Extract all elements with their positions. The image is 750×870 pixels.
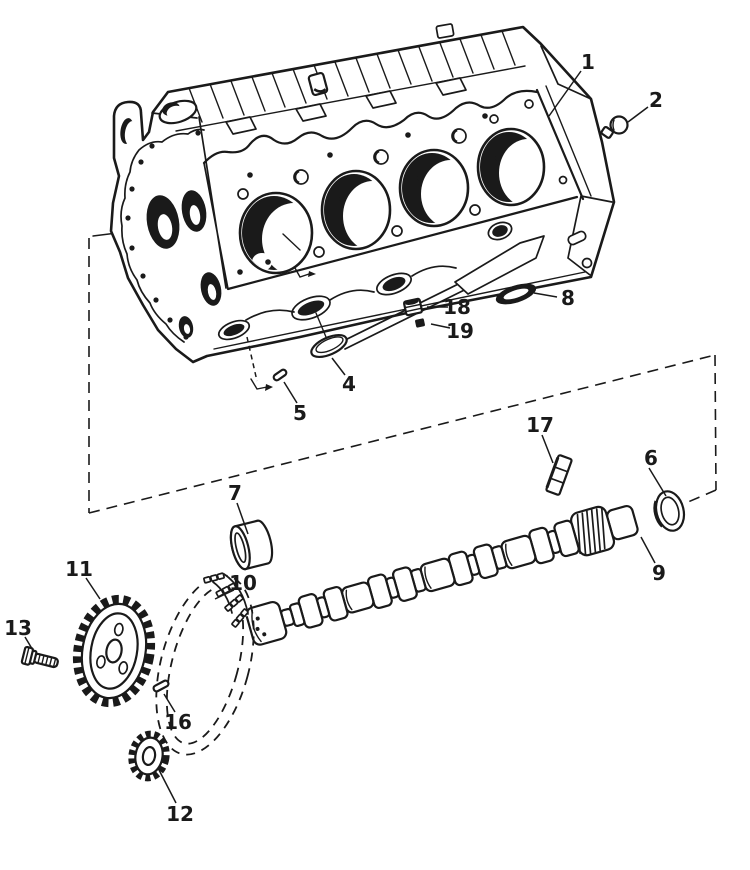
callout-leader-16 xyxy=(163,693,176,713)
bolt-part-13 xyxy=(20,645,59,669)
pipe-plug-part-18 xyxy=(402,297,424,317)
callout-label-6: 6 xyxy=(644,446,658,470)
callout-label-13: 13 xyxy=(4,616,32,640)
cam-drive-gear xyxy=(570,505,616,557)
callout-label-1: 1 xyxy=(581,50,595,74)
callout-label-10: 10 xyxy=(229,571,257,595)
deck-skirt-corner xyxy=(226,195,579,291)
callout-label-4: 4 xyxy=(342,372,356,396)
callout-label-17: 17 xyxy=(526,413,554,437)
skirt-details xyxy=(217,221,545,350)
freeze-plug-part-4 xyxy=(310,333,348,359)
callout-leader-6 xyxy=(648,467,667,497)
callout-leader-17 xyxy=(541,434,554,464)
timing-chain-part-10 xyxy=(155,572,255,756)
motor-mount-bracket xyxy=(454,235,545,295)
bore-reference-marks xyxy=(246,223,327,391)
front-face-details xyxy=(120,99,222,343)
callout-leader-9 xyxy=(640,536,656,564)
callout-leader-8 xyxy=(533,292,558,298)
camshaft-bore xyxy=(146,195,180,249)
callout-label-11: 11 xyxy=(65,557,93,581)
callout-leader-11 xyxy=(85,577,101,600)
engine-block-drawing xyxy=(109,23,616,391)
callout-leader-13 xyxy=(24,636,35,653)
crankshaft-sprocket-part-12 xyxy=(128,730,170,782)
pin-part-16 xyxy=(152,679,170,693)
callout-leader-4 xyxy=(331,357,346,376)
callout-label-8: 8 xyxy=(561,286,575,310)
callout-label-7: 7 xyxy=(228,481,242,505)
bell-housing-flange xyxy=(535,45,613,276)
callout-leader-1 xyxy=(548,70,582,117)
camshaft-sprocket-part-11 xyxy=(72,594,156,708)
dowel-pin-part-5 xyxy=(272,368,288,382)
callout-label-19: 19 xyxy=(446,319,474,343)
plug-part-2 xyxy=(600,115,629,139)
deck-bolt-holes xyxy=(237,99,568,275)
fuel-pump-boss xyxy=(120,118,138,145)
callout-label-2: 2 xyxy=(649,88,663,112)
callout-leader-2 xyxy=(627,106,649,123)
callout-label-18: 18 xyxy=(443,295,471,319)
callout-label-9: 9 xyxy=(652,561,666,585)
callout-leader-5 xyxy=(283,381,298,404)
valley-tabs xyxy=(225,77,467,135)
cylinder-bores xyxy=(238,127,546,275)
front-oil-bore xyxy=(181,190,207,232)
callout-label-5: 5 xyxy=(293,401,307,425)
callout-label-12: 12 xyxy=(166,802,194,826)
front-bolt-dots xyxy=(125,130,201,340)
oring-part-8 xyxy=(495,283,537,305)
woodruff-key-part-17 xyxy=(545,454,573,496)
gasket-surface-edge xyxy=(120,128,205,343)
camshaft-front-journal xyxy=(245,601,288,646)
thermostat-boss xyxy=(158,99,198,125)
callout-label-16: 16 xyxy=(164,710,192,734)
top-deck-hatching xyxy=(175,23,526,135)
camshaft-part-9 xyxy=(245,504,639,646)
cam-bearing-part-7 xyxy=(229,519,274,571)
deck-gasket-edge xyxy=(202,89,539,165)
bearing-ring-part-6 xyxy=(653,490,686,532)
crankshaft-bore xyxy=(178,272,222,338)
callout-leader-10 xyxy=(214,589,235,600)
screw-plug-part-19 xyxy=(415,318,425,328)
callout-leader-19 xyxy=(430,323,451,329)
callout-leader-7 xyxy=(236,502,249,535)
callout-leader-12 xyxy=(157,767,177,804)
